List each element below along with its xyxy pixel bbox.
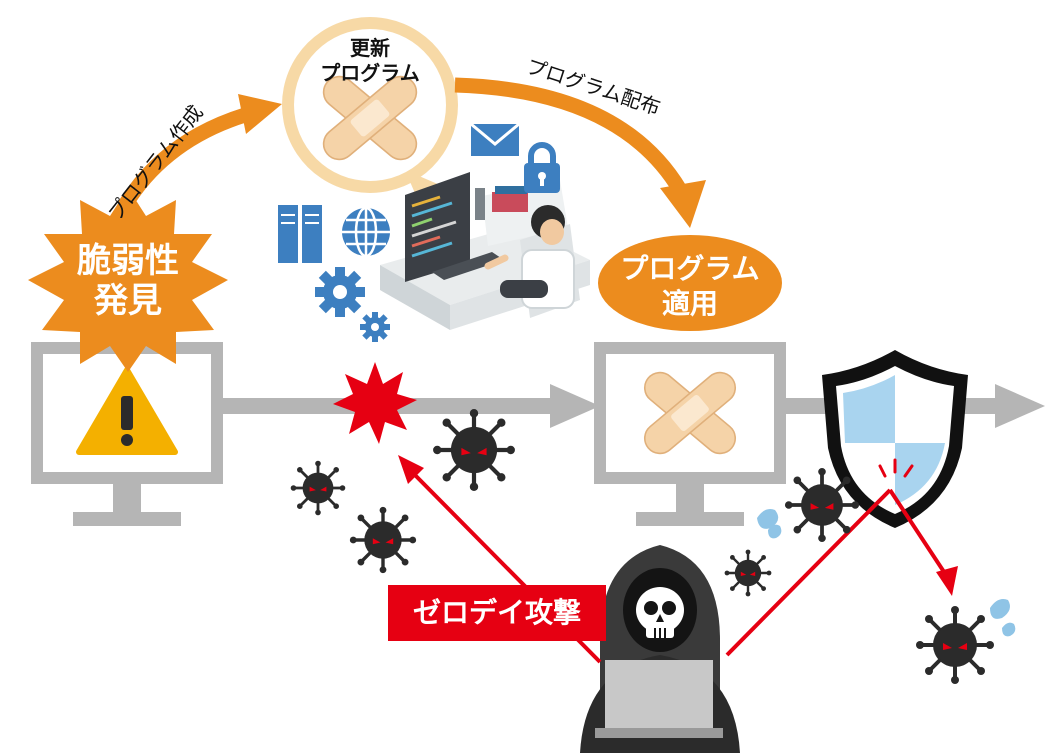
skull-icon xyxy=(636,587,684,638)
shield-icon xyxy=(822,350,968,528)
blocked-attack-line xyxy=(725,458,958,657)
water-drop-icon xyxy=(990,599,1010,619)
create-program-arrow xyxy=(118,94,282,209)
apply-program-badge: プログラム 適用 xyxy=(598,235,782,331)
zero-day-label: ゼロデイ攻撃 xyxy=(388,585,606,641)
globe-icon xyxy=(342,206,390,258)
laptop-icon xyxy=(605,660,713,730)
water-drop-icon xyxy=(1002,622,1016,637)
vulnerability-burst: 脆弱性 発見 xyxy=(28,188,228,372)
gear-icon xyxy=(315,267,365,317)
virus-icon xyxy=(433,409,515,491)
patched-computer xyxy=(600,348,780,526)
update-label-line2: プログラム xyxy=(320,61,419,85)
server-icon xyxy=(278,205,322,263)
apply-label-line2: 適用 xyxy=(662,287,718,320)
vuln-label-line2: 発見 xyxy=(94,281,162,321)
water-drop-icon xyxy=(768,524,782,539)
lock-icon xyxy=(524,142,560,193)
gear-icon xyxy=(360,312,390,342)
apply-label-line1: プログラム xyxy=(620,252,759,285)
update-label-line1: 更新 xyxy=(350,36,390,60)
warning-icon xyxy=(76,367,178,455)
virus-icon xyxy=(783,466,861,544)
attack-impact-burst xyxy=(333,362,417,444)
vuln-label-line1: 脆弱性 xyxy=(77,241,179,281)
create-program-label: プログラム作成 xyxy=(103,100,208,225)
update-program-bubble: 更新 プログラム xyxy=(282,17,458,205)
virus-icon xyxy=(348,505,418,575)
developer-workstation xyxy=(380,172,590,330)
distribute-program-arrow xyxy=(454,77,706,228)
hacker-icon xyxy=(580,545,740,753)
water-drop-icon xyxy=(757,509,779,529)
virus-icon xyxy=(723,548,773,598)
vulnerable-computer xyxy=(37,348,217,526)
zero-day-text: ゼロデイ攻撃 xyxy=(413,596,581,629)
mail-icon xyxy=(470,122,520,156)
virus-icon xyxy=(289,459,347,517)
virus-icon xyxy=(914,604,996,686)
